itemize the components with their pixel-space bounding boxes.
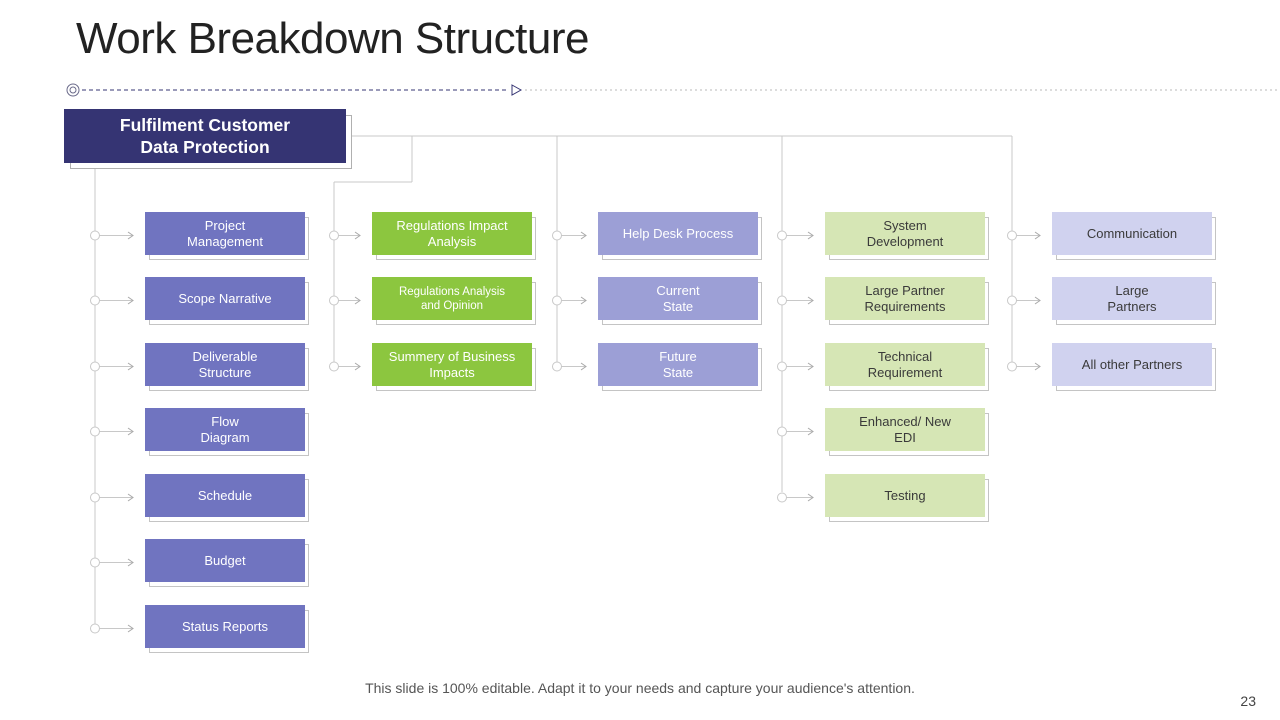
timeline-start-dot-icon xyxy=(69,86,77,94)
col4-node-2: Large Partner Requirements xyxy=(825,277,985,320)
col5-node-1: Communication xyxy=(1052,212,1212,255)
col1-joint-dot xyxy=(90,623,100,634)
col4-joint-dot xyxy=(777,295,787,306)
col1-joint-dot xyxy=(90,361,100,372)
col3-node-2: Current State xyxy=(598,277,758,320)
col1-node-1: Project Management xyxy=(145,212,305,255)
col2-joint-dot xyxy=(329,295,339,306)
col3-branch-arrow-icon xyxy=(580,231,587,240)
col1-node-5: Schedule xyxy=(145,474,305,517)
col1-node-7: Status Reports xyxy=(145,605,305,648)
col3-joint-dot xyxy=(552,295,562,306)
col1-node-6: Budget xyxy=(145,539,305,582)
col5-branch-arrow-icon xyxy=(1034,231,1041,240)
col2-branch-arrow-icon xyxy=(354,231,361,240)
col3-branch-arrow-icon xyxy=(580,362,587,371)
col2-node-1: Regulations Impact Analysis xyxy=(372,212,532,255)
col2-branch-arrow-icon xyxy=(354,362,361,371)
col3-joint-dot xyxy=(552,230,562,241)
col1-joint-dot xyxy=(90,295,100,306)
col1-joint-dot xyxy=(90,230,100,241)
col1-branch-arrow-icon xyxy=(127,296,134,305)
col3-joint-dot xyxy=(552,361,562,372)
col1-joint-dot xyxy=(90,426,100,437)
col5-branch-arrow-icon xyxy=(1034,362,1041,371)
col4-branch-arrow-icon xyxy=(807,231,814,240)
page-number: 23 xyxy=(1240,693,1256,709)
col4-node-1: System Development xyxy=(825,212,985,255)
page-title: Work Breakdown Structure xyxy=(76,14,589,63)
col1-node-3: Deliverable Structure xyxy=(145,343,305,386)
col5-joint-dot xyxy=(1007,230,1017,241)
col4-joint-dot xyxy=(777,230,787,241)
col5-node-2: Large Partners xyxy=(1052,277,1212,320)
col5-joint-dot xyxy=(1007,295,1017,306)
col5-joint-dot xyxy=(1007,361,1017,372)
root-node: Fulfilment Customer Data Protection xyxy=(64,109,346,163)
col4-branch-arrow-icon xyxy=(807,427,814,436)
col1-branch-arrow-icon xyxy=(127,558,134,567)
col1-node-2: Scope Narrative xyxy=(145,277,305,320)
col1-branch-arrow-icon xyxy=(127,427,134,436)
col4-branch-arrow-icon xyxy=(807,296,814,305)
col3-node-1: Help Desk Process xyxy=(598,212,758,255)
col4-branch-arrow-icon xyxy=(807,362,814,371)
col1-branch-arrow-icon xyxy=(127,493,134,502)
col1-branch-arrow-icon xyxy=(127,362,134,371)
col1-joint-dot xyxy=(90,492,100,503)
col4-joint-dot xyxy=(777,361,787,372)
col2-node-2: Regulations Analysis and Opinion xyxy=(372,277,532,320)
col2-node-3: Summery of Business Impacts xyxy=(372,343,532,386)
footer-note: This slide is 100% editable. Adapt it to… xyxy=(365,680,915,696)
col1-branch-arrow-icon xyxy=(127,231,134,240)
col5-branch-arrow-icon xyxy=(1034,296,1041,305)
col2-joint-dot xyxy=(329,230,339,241)
col2-branch-arrow-icon xyxy=(354,296,361,305)
col3-node-3: Future State xyxy=(598,343,758,386)
col1-branch-arrow-icon xyxy=(127,624,134,633)
col4-node-3: Technical Requirement xyxy=(825,343,985,386)
col4-joint-dot xyxy=(777,492,787,503)
timeline-arrow-icon xyxy=(511,84,523,96)
col1-node-4: Flow Diagram xyxy=(145,408,305,451)
col4-branch-arrow-icon xyxy=(807,493,814,502)
col4-node-5: Testing xyxy=(825,474,985,517)
col5-node-3: All other Partners xyxy=(1052,343,1212,386)
col1-joint-dot xyxy=(90,557,100,568)
col3-branch-arrow-icon xyxy=(580,296,587,305)
col4-joint-dot xyxy=(777,426,787,437)
col4-node-4: Enhanced/ New EDI xyxy=(825,408,985,451)
col2-joint-dot xyxy=(329,361,339,372)
